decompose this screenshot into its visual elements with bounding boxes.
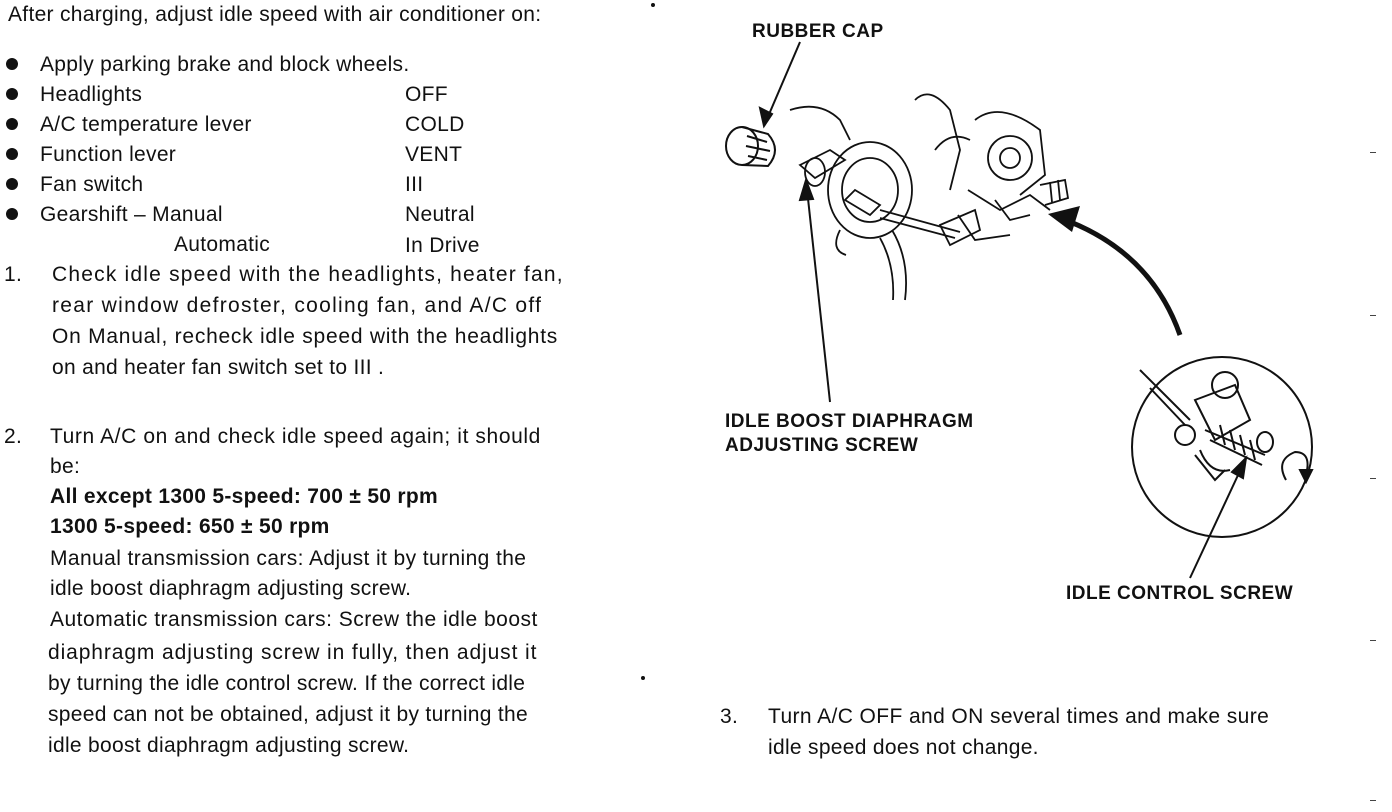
step-number: 2.: [4, 425, 23, 448]
margin-tick: [1370, 478, 1376, 479]
bullet-value: COLD: [405, 113, 465, 136]
step-line: on and heater fan switch set to III .: [52, 356, 385, 379]
bullet-value: III: [405, 173, 424, 196]
bullet-label: Headlights: [40, 83, 143, 106]
margin-tick: [1370, 640, 1376, 641]
bullet-value: Neutral: [405, 203, 475, 226]
step-line: be:: [50, 455, 81, 478]
margin-tick: [1370, 800, 1376, 801]
step-line: Automatic transmission cars: Screw the i…: [50, 608, 538, 631]
margin-tick: [1370, 152, 1376, 153]
step-line: diaphragm adjusting screw in fully, then…: [48, 641, 538, 664]
bullet-value: VENT: [405, 143, 463, 166]
step-line: by turning the idle control screw. If th…: [48, 672, 526, 695]
bullet-label: Fan switch: [40, 173, 144, 196]
step-line: speed can not be obtained, adjust it by …: [48, 703, 528, 726]
rubber-cap-illustration: [725, 126, 776, 168]
step-line: rear window defroster, cooling fan, and …: [52, 294, 543, 317]
diaphragm-assembly-illustration: [789, 93, 1070, 301]
detail-arrow: [1059, 215, 1183, 336]
diaphragm-leader: [805, 179, 831, 403]
bullet-icon: [6, 118, 18, 130]
step-line: Manual transmission cars: Adjust it by t…: [50, 547, 527, 570]
rpm-spec-line: 1300 5-speed: 650 ± 50 rpm: [50, 515, 330, 538]
bullet-label: Function lever: [40, 143, 177, 166]
bullet-icon: [6, 178, 18, 190]
idle-control-leader: [1189, 457, 1247, 579]
diaphragm-label-line1: IDLE BOOST DIAPHRAGM: [725, 411, 974, 432]
bullet-icon: [6, 208, 18, 220]
step-line: Turn A/C OFF and ON several times and ma…: [768, 705, 1270, 728]
bullet-value: OFF: [405, 83, 448, 106]
bullet-label: Apply parking brake and block wheels.: [40, 53, 410, 76]
magnified-detail-circle: [1131, 356, 1314, 538]
bullet-icon: [6, 88, 18, 100]
step-number: 3.: [720, 705, 739, 728]
bullet-label: Gearshift – Manual: [40, 203, 223, 226]
gearshift-automatic-label: Automatic: [174, 233, 271, 256]
margin-tick: [1370, 315, 1376, 316]
step-line: Turn A/C on and check idle speed again; …: [50, 425, 541, 448]
intro-text: After charging, adjust idle speed with a…: [8, 3, 542, 26]
bullet-label: A/C temperature lever: [40, 113, 252, 136]
step-line: idle boost diaphragm adjusting screw.: [50, 577, 412, 600]
step-line: idle boost diaphragm adjusting screw.: [48, 734, 410, 757]
rpm-spec-line: All except 1300 5-speed: 700 ± 50 rpm: [50, 485, 438, 508]
diaphragm-label-line2: ADJUSTING SCREW: [725, 435, 919, 456]
step-line: Check idle speed with the headlights, he…: [52, 263, 564, 286]
gearshift-automatic-value: In Drive: [405, 234, 480, 257]
step-line: idle speed does not change.: [768, 736, 1039, 759]
bullet-icon: [6, 58, 18, 70]
idle-control-screw-label: IDLE CONTROL SCREW: [1066, 583, 1294, 604]
step-line: On Manual, recheck idle speed with the h…: [52, 325, 559, 348]
rubber-cap-label: RUBBER CAP: [752, 21, 884, 42]
bullet-icon: [6, 148, 18, 160]
step-number: 1.: [4, 263, 23, 286]
